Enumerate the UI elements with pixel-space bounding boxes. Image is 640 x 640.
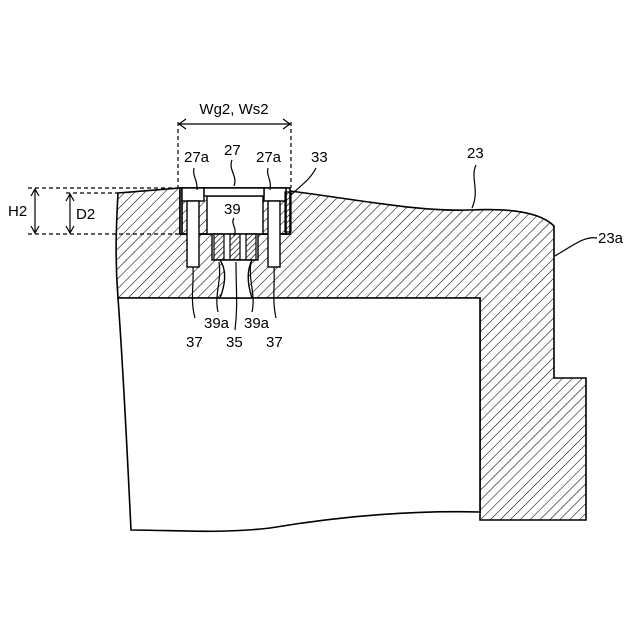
cap-head-27a-right (264, 188, 286, 201)
inner-cavity (118, 298, 480, 531)
label-27a-left: 27a (184, 149, 210, 166)
label-h2: H2 (8, 203, 27, 220)
cap-head-27a-left (182, 188, 204, 201)
label-27a-right: 27a (256, 149, 282, 166)
gasket-33 (285, 192, 291, 232)
label-37-right: 37 (266, 334, 283, 351)
label-37-left: 37 (186, 334, 203, 351)
label-23a: 23a (598, 230, 624, 247)
terminal-leg-39a-3 (246, 234, 256, 260)
pin-37-right (268, 201, 280, 267)
label-35: 35 (226, 334, 243, 351)
label-27: 27 (224, 142, 241, 159)
cap-top-strip (204, 188, 264, 196)
pin-37-left (187, 201, 199, 267)
label-39a-right: 39a (244, 315, 270, 332)
label-39a-left: 39a (204, 315, 230, 332)
terminal-leg-39a-1 (214, 234, 224, 260)
label-33: 33 (311, 149, 328, 166)
label-width-dim: Wg2, Ws2 (199, 101, 268, 118)
label-23: 23 (467, 145, 484, 162)
terminal-leg-39a-2 (230, 234, 240, 260)
label-d2: D2 (76, 206, 95, 223)
label-39: 39 (224, 201, 241, 218)
